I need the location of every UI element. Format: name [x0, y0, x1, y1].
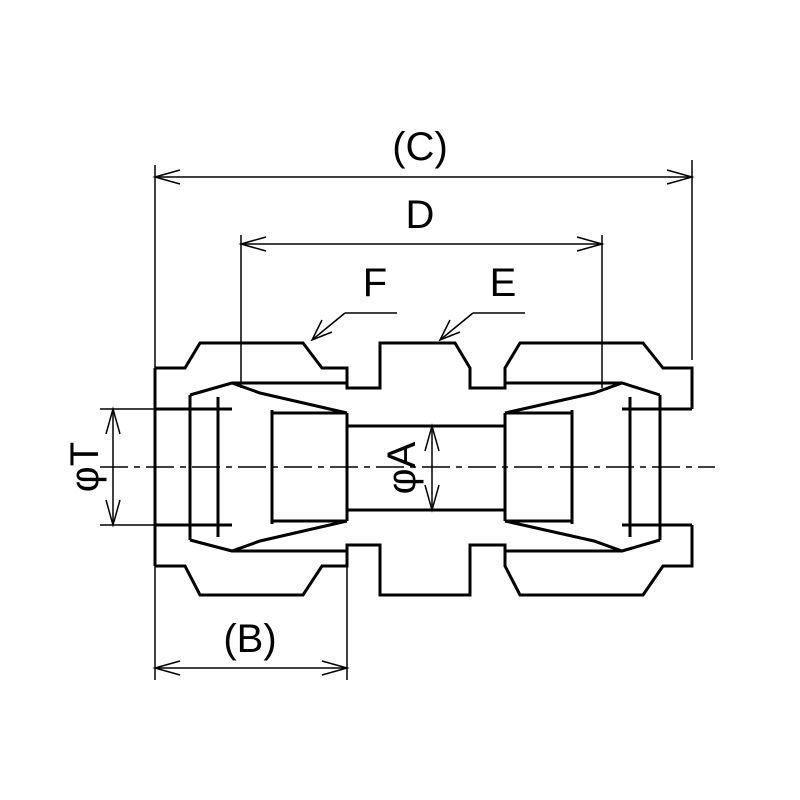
label-e: E — [490, 261, 517, 305]
arrow-d-right — [576, 236, 605, 252]
arrow-c-right — [666, 169, 695, 185]
label-a: φA — [380, 441, 424, 494]
right-ferrule-top — [504, 381, 661, 415]
leader-f-diag — [311, 312, 346, 341]
arrow-c-left — [152, 169, 181, 185]
label-d: D — [406, 193, 435, 237]
arrow-b-right — [321, 660, 350, 676]
fitting-outline-bottom — [155, 525, 694, 597]
arrow-e — [438, 319, 461, 342]
fitting-outline-top — [155, 341, 694, 409]
arrow-t-bottom — [105, 499, 121, 528]
left-ferrule-top — [189, 381, 348, 415]
arrow-t-top — [105, 406, 121, 435]
left-ferrule-bottom — [189, 519, 348, 553]
right-ferrule-bottom — [504, 519, 661, 553]
arrow-a-bottom — [424, 484, 440, 513]
arrow-d-left — [238, 236, 267, 252]
label-b: (B) — [223, 617, 276, 661]
label-f: F — [363, 261, 387, 305]
arrow-a-top — [424, 423, 440, 452]
label-t: φT — [63, 442, 107, 492]
arrow-f — [310, 319, 333, 342]
label-c: (C) — [392, 125, 448, 169]
arrow-b-left — [152, 660, 181, 676]
leader-e-diag — [439, 312, 474, 341]
